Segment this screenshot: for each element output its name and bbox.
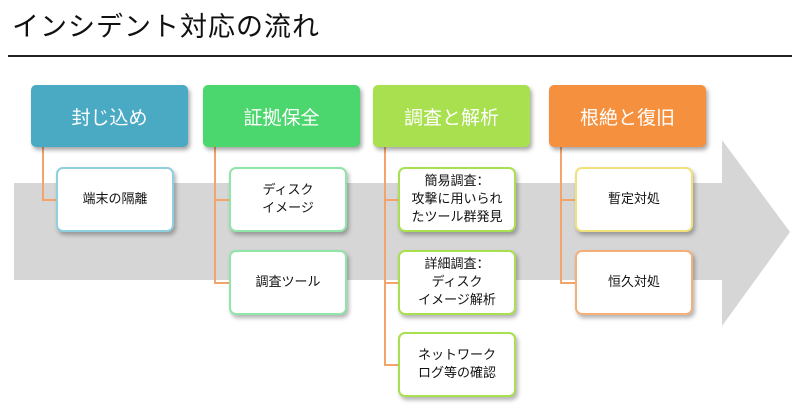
connector-phase4-item1	[560, 199, 575, 201]
item-permanent-measure: 恒久対処	[575, 250, 693, 315]
connector-phase1-item1	[42, 199, 56, 201]
connector-phase3-item2	[384, 282, 398, 284]
connector-phase1	[42, 147, 44, 200]
connector-phase2-item1	[214, 199, 229, 201]
connector-phase3-item3	[384, 364, 398, 366]
title-underline	[8, 55, 792, 57]
phase-header-investigation-analysis: 調査と解析	[373, 85, 530, 147]
connector-phase3	[384, 147, 386, 366]
item-temporary-measure: 暫定対処	[575, 167, 693, 232]
item-network-log-check: ネットワーク ログ等の確認	[398, 332, 516, 397]
item-disk-image: ディスク イメージ	[229, 167, 347, 232]
phase-header-evidence-preservation: 証拠保全	[203, 85, 360, 147]
item-quick-investigation: 簡易調査： 攻撃に用いられ たツール群発見	[398, 167, 516, 232]
item-detailed-investigation: 詳細調査： ディスク イメージ解析	[398, 250, 516, 315]
page-title: インシデント対応の流れ	[12, 12, 320, 43]
connector-phase4	[560, 147, 562, 284]
connector-phase3-item1	[384, 199, 398, 201]
connector-phase2-item2	[214, 282, 229, 284]
phase-header-eradication-recovery: 根絶と復旧	[549, 85, 706, 147]
connector-phase2	[214, 147, 216, 284]
phase-header-containment: 封じ込め	[31, 85, 188, 147]
item-investigation-tools: 調査ツール	[229, 250, 347, 315]
item-isolate-terminal: 端末の隔離	[56, 167, 174, 232]
connector-phase4-item2	[560, 282, 575, 284]
